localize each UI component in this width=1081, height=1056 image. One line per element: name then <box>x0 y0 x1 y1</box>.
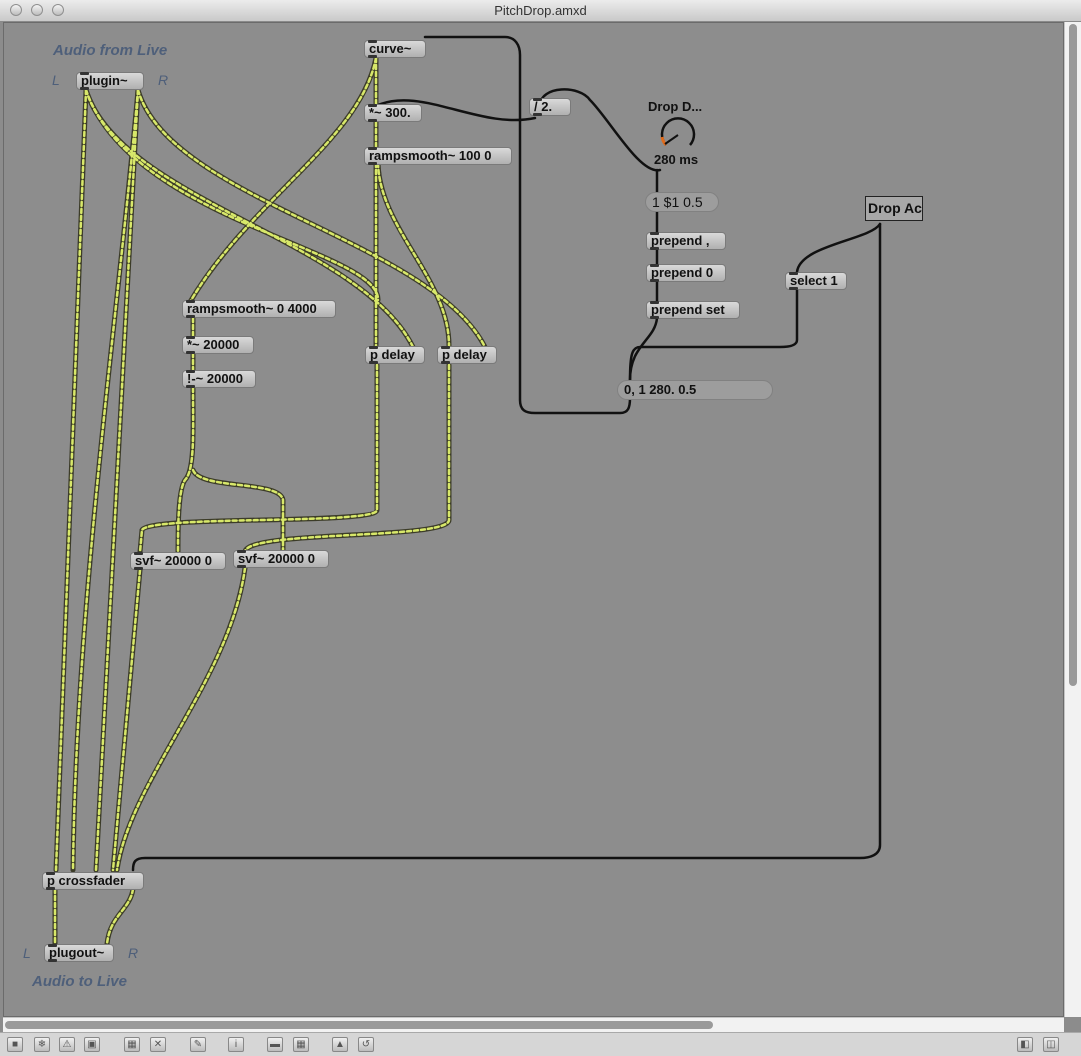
message-box-2[interactable]: 0, 1 280. 0.5 <box>617 380 773 400</box>
sidebar-toggle-icon[interactable]: ◫ <box>1043 1037 1059 1052</box>
info-icon[interactable]: i <box>228 1037 244 1052</box>
warning-icon[interactable]: ⚠ <box>59 1037 75 1052</box>
input-right-label: R <box>158 72 169 88</box>
dial-value: 280 ms <box>654 152 699 167</box>
prepend-comma-object[interactable]: prepend , <box>646 232 726 250</box>
divide-2-object[interactable]: / 2. <box>529 98 571 116</box>
audio-to-live-comment: Audio to Live <box>32 973 127 990</box>
output-left-label: L <box>23 945 31 961</box>
split-view-icon[interactable]: ◧ <box>1017 1037 1033 1052</box>
patcher-canvas[interactable] <box>3 22 1064 1017</box>
new-object-icon[interactable]: ▦ <box>124 1037 140 1052</box>
presentation-icon[interactable]: ▣ <box>84 1037 100 1052</box>
patcher-toolbar: ■ ❄ ⚠ ▣ ▦ ✕ ✎ i ▬ ▦ ▲ ↺ ◧ ◫ <box>0 1032 1081 1056</box>
multiply-300-object[interactable]: *~ 300. <box>364 104 422 122</box>
vertical-scroll-thumb[interactable] <box>1069 24 1077 686</box>
input-left-label: L <box>52 72 60 88</box>
curve-object[interactable]: curve~ <box>364 40 426 58</box>
svf-object-2[interactable]: svf~ 20000 0 <box>233 550 329 568</box>
select-1-object[interactable]: select 1 <box>785 272 847 290</box>
drop-activate-button[interactable]: Drop Ac <box>865 196 923 221</box>
snowflake-icon[interactable]: ❄ <box>34 1037 50 1052</box>
horizontal-scroll-thumb[interactable] <box>5 1021 713 1029</box>
plugin-object[interactable]: plugin~ <box>76 72 144 90</box>
output-right-label: R <box>128 945 139 961</box>
debug-icon[interactable]: ✎ <box>190 1037 206 1052</box>
grid-icon[interactable]: ▦ <box>293 1037 309 1052</box>
prepend-0-object[interactable]: prepend 0 <box>646 264 726 282</box>
p-delay-object-1[interactable]: p delay <box>365 346 425 364</box>
multiply-20000-object[interactable]: *~ 20000 <box>182 336 254 354</box>
window-titlebar: PitchDrop.amxd <box>0 0 1081 22</box>
horizontal-scrollbar[interactable] <box>3 1017 1064 1032</box>
delete-icon[interactable]: ✕ <box>150 1037 166 1052</box>
drop-duration-dial[interactable] <box>657 115 699 155</box>
window-title: PitchDrop.amxd <box>494 3 587 18</box>
rampsmooth-100-object[interactable]: rampsmooth~ 100 0 <box>364 147 512 165</box>
minimize-window-icon[interactable] <box>31 4 43 16</box>
dial-title: Drop D... <box>648 99 703 114</box>
undo-icon[interactable]: ↺ <box>358 1037 374 1052</box>
rampsmooth-4000-object[interactable]: rampsmooth~ 0 4000 <box>182 300 336 318</box>
p-delay-object-2[interactable]: p delay <box>437 346 497 364</box>
close-window-icon[interactable] <box>10 4 22 16</box>
zoom-window-icon[interactable] <box>52 4 64 16</box>
message-box-1[interactable]: 1 $1 0.5 <box>645 192 719 212</box>
vertical-scrollbar[interactable] <box>1064 22 1081 1017</box>
lock-icon[interactable]: ■ <box>7 1037 23 1052</box>
svf-object-1[interactable]: svf~ 20000 0 <box>130 552 226 570</box>
hierarchy-icon[interactable]: ▲ <box>332 1037 348 1052</box>
reverse-minus-20000-object[interactable]: !-~ 20000 <box>182 370 256 388</box>
align-icon[interactable]: ▬ <box>267 1037 283 1052</box>
prepend-set-object[interactable]: prepend set <box>646 301 740 319</box>
p-crossfader-object[interactable]: p crossfader <box>42 872 144 890</box>
plugout-object[interactable]: plugout~ <box>44 944 114 962</box>
audio-from-live-comment: Audio from Live <box>53 42 168 59</box>
